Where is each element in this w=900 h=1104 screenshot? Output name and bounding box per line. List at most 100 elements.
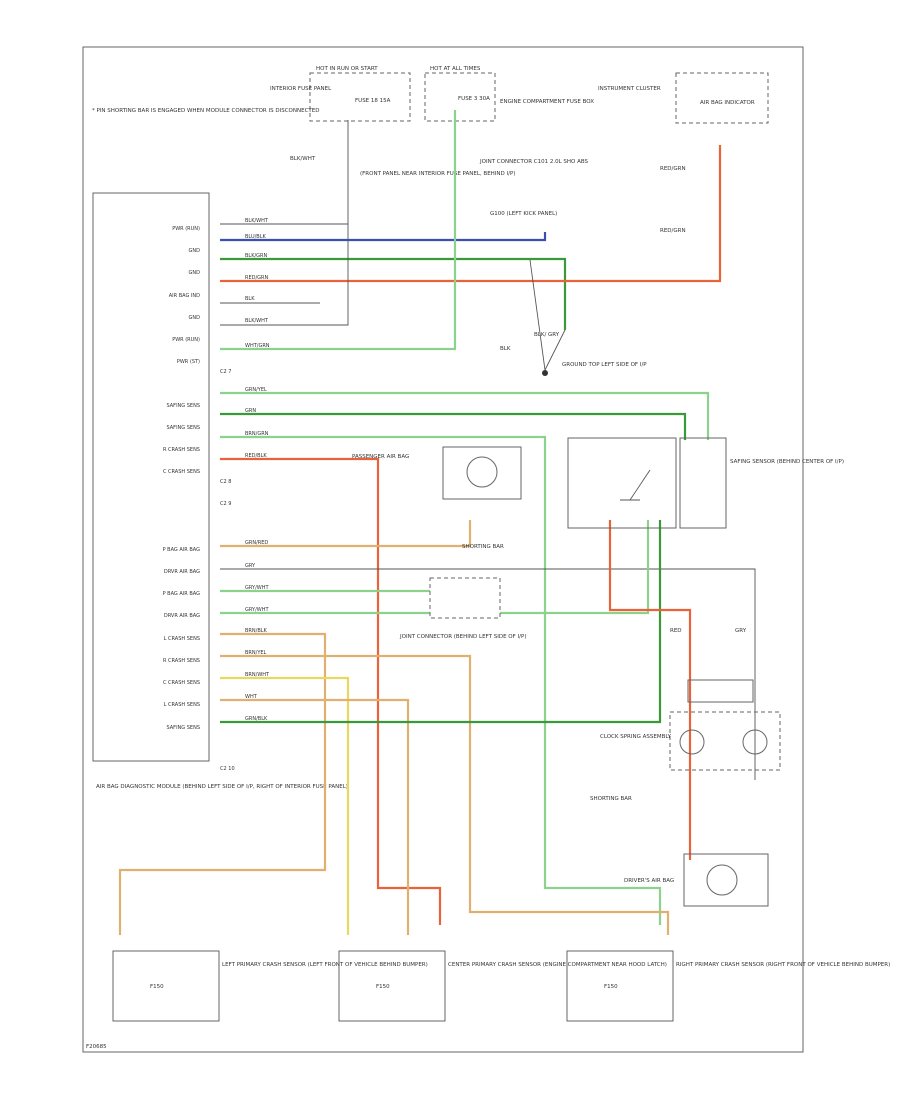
center-crash-sensor-label: CENTER PRIMARY CRASH SENSOR (ENGINE COMP… [448,962,667,968]
pin-c2-7: C2 7 [220,369,231,375]
joint-connector-top-label: JOINT CONNECTOR C101 2.0L SHO ABS [479,159,589,165]
wire-grn-yel [220,391,710,440]
wire-red [608,520,692,860]
wire-color-label: GRN [245,408,256,414]
wire-color-label: GRN/BLK [245,716,268,722]
wire-color-label: WHT [245,694,258,700]
instrument-cluster-box [675,72,769,124]
module-pin-label: SAFING SENS [167,725,201,731]
wire-color-label: BRN/GRN [245,431,269,437]
wire-color-label: BRN/BLK [245,628,268,634]
red-grn-label-1: RED/GRN [660,166,686,172]
wire-blu-blk [220,232,547,242]
wire-color-label: BRN/YEL [245,650,267,656]
wire-color-label: GRN/RED [245,540,268,546]
right-crash-sensor-label: RIGHT PRIMARY CRASH SENSOR (RIGHT FRONT … [676,962,890,968]
ground-point [542,370,548,376]
hot-all-label: HOT AT ALL TIMES [430,66,481,72]
center-crash-sensor-box [338,950,446,1022]
wire-wht [220,698,410,935]
wire-gry [220,568,756,780]
module-pin-label: AIR BAG IND [169,293,200,299]
red-label: RED [670,628,682,634]
wire-brn-yel [220,654,670,935]
air-bag-indicator-label: AIR BAG INDICATOR [700,100,755,106]
red-grn-label-2: RED/GRN [660,228,686,234]
wire-color-label: GRN/YEL [245,387,267,393]
air-bag-module-box [92,192,210,762]
safing-sensor-body [679,437,727,529]
wire-red-grn [220,145,722,283]
wire-color-label: BLK/WHT [245,218,269,224]
module-pin-label: GND [189,315,201,321]
shorting-bar-label: SHORTING BAR [462,544,504,550]
outer-frame [82,46,804,1053]
wire-color-label: RED/BLK [245,453,267,459]
passenger-air-bag-icon [466,456,498,488]
wire-color-label: BLK/WHT [245,318,269,324]
clock-spring-label: CLOCK SPRING ASSEMBLY [600,734,672,740]
shorting-bar-2-label: SHORTING BAR [590,796,632,802]
wire-color-label: GRY [245,563,256,569]
left-crash-sensor-box [112,950,220,1022]
module-pin-label: L CRASH SENS [164,636,200,642]
wire-blk-grn [220,257,567,330]
passenger-air-bag-box [442,446,522,500]
engine-fuse-box [424,72,496,122]
drivers-air-bag-icon [706,864,738,896]
wire-color-label: BLK/GRN [245,253,268,259]
shorting-bar-box-2 [687,679,754,703]
drivers-air-bag-box [683,853,769,907]
module-pin-label: C CRASH SENS [163,469,200,475]
wire-brn-grn [220,435,662,925]
safing-sensor-label: SAFING SENSOR (BEHIND CENTER OF I/P) [730,459,844,465]
module-pin-label: GND [189,248,201,254]
wire-color-label: BLU/BLK [245,234,267,240]
wire-brn-wht [220,676,350,935]
instrument-cluster-label: INSTRUMENT CLUSTER [598,86,661,92]
pin-c2-10: C2 10 [220,766,235,772]
gnd-left-kick-label: G100 (LEFT KICK PANEL) [490,211,557,217]
module-pin-label: PWR (ST) [177,359,200,365]
module-pin-label: DRVR AIR BAG [164,613,200,619]
module-pin-label: C CRASH SENS [163,680,200,686]
wire-blk-wht-1 [220,120,349,225]
module-pin-label: PWR (RUN) [172,226,200,232]
ground-top-left-label: GROUND TOP LEFT SIDE OF I/P [562,362,647,368]
fuse-18-label: FUSE 18 15A [355,98,391,104]
module-pin-label: SAFING SENS [167,403,201,409]
gry-label: GRY [735,628,747,634]
safing-sensor-box [567,437,677,529]
passenger-air-bag-label: PASSENGER AIR BAG [352,454,409,460]
wire-grn [220,412,687,440]
wire-labels: BLK/WHTBLU/BLKBLK/GRNRED/GRNBLKBLK/WHTWH… [245,218,270,722]
wire-ground-join [529,259,566,372]
right-crash-sensor-tag: F150 [604,984,618,990]
pin-c2-9: C2 9 [220,501,231,507]
wire-color-label: GRY/WHT [245,607,269,613]
module-pin-label: R CRASH SENS [163,658,200,664]
wire-color-label: GRY/WHT [245,585,269,591]
module-pin-label: DRVR AIR BAG [164,569,200,575]
safing-switch [620,469,651,501]
clock-spring-box [669,711,781,771]
junction-ip-label: (FRONT PANEL NEAR INTERIOR FUSE PANEL, B… [360,171,515,177]
left-crash-sensor-label: LEFT PRIMARY CRASH SENSOR (LEFT FRONT OF… [222,962,428,968]
wire-gry-wht-2 [220,520,650,615]
shorting-bar-note: * PIN SHORTING BAR IS ENGAGED WHEN MODUL… [92,108,320,114]
joint-connector-center-label: JOINT CONNECTOR (BEHIND LEFT SIDE OF I/P… [399,634,526,640]
interior-fuse-box [309,72,411,122]
wire-grn-blk [220,520,662,724]
wire-red-blk [220,457,442,925]
interior-fuse-panel-label: INTERIOR FUSE PANEL [270,86,332,92]
module-pin-label: P BAG AIR BAG [163,547,201,553]
module-pin-label: PWR (RUN) [172,337,200,343]
pin-c2-8: C2 8 [220,479,231,485]
clock-spring-icon-1 [679,729,705,755]
module-pin-label: R CRASH SENS [163,447,200,453]
wire-color-label: WHT/GRN [245,343,270,349]
center-crash-sensor-tag: F150 [376,984,390,990]
wire-wht-grn [220,110,457,351]
footer-code: F20685 [86,1044,107,1050]
